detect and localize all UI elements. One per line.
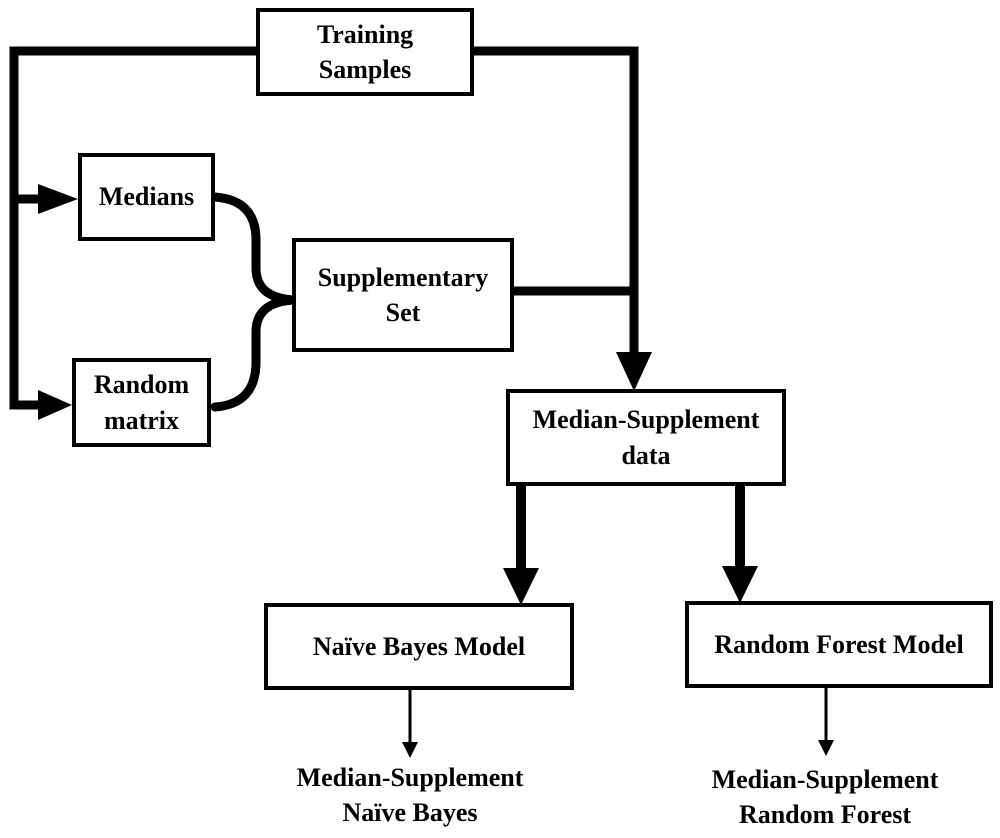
arrowhead-to-rf-output — [818, 740, 834, 756]
training-samples-line2: Samples — [318, 55, 412, 84]
naive-bayes-to-output-connector — [402, 690, 418, 758]
median-supplement-data-node: Median-Supplement data — [506, 389, 786, 486]
rf-output-line2: Random Forest — [738, 800, 912, 830]
random-forest-model-label: Random Forest Model — [714, 629, 964, 659]
nb-output-line1: Median-Supplement — [296, 763, 524, 792]
median-supplement-data-line2: data — [621, 440, 671, 470]
supplementary-set-node: Supplementary Set — [292, 238, 514, 352]
arrowhead-to-random-matrix — [38, 390, 72, 420]
training-to-median-supplement-connector — [474, 46, 652, 391]
rf-output-line1: Median-Supplement — [711, 765, 939, 794]
rf-output-label: Median-Supplement Random Forest — [660, 762, 990, 832]
random-forest-model-node: Random Forest Model — [685, 601, 993, 688]
data-to-random-forest-connector — [722, 486, 758, 603]
arrowhead-to-naive-bayes — [503, 568, 539, 605]
training-samples-line1: Training — [316, 19, 414, 49]
nb-output-line2: Naïve Bayes — [342, 798, 478, 828]
random-matrix-line2: matrix — [103, 405, 180, 435]
median-supplement-data-line1: Median-Supplement — [532, 405, 760, 435]
arrowhead-to-nb-output — [402, 742, 418, 758]
training-samples-node: Training Samples — [256, 8, 474, 96]
arrowhead-to-random-forest — [722, 566, 758, 603]
random-forest-to-output-connector — [818, 688, 834, 756]
data-to-naive-bayes-connector — [503, 486, 539, 605]
medians-label: Medians — [98, 182, 195, 212]
random-matrix-line1: Random — [93, 370, 190, 400]
nb-output-label: Median-Supplement Naïve Bayes — [255, 760, 565, 830]
arrowhead-to-medians — [38, 184, 78, 214]
training-to-medians-and-random-connector — [9, 46, 256, 420]
arrowhead-to-median-supplement-data — [616, 352, 652, 391]
medians-node: Medians — [78, 153, 215, 241]
naive-bayes-model-label: Naïve Bayes Model — [312, 631, 526, 661]
naive-bayes-model-node: Naïve Bayes Model — [264, 603, 574, 690]
random-matrix-node: Random matrix — [72, 358, 211, 447]
supplementary-set-line2: Set — [385, 298, 421, 327]
merge-brace — [210, 192, 295, 412]
supplementary-set-line1: Supplementary — [317, 262, 489, 292]
